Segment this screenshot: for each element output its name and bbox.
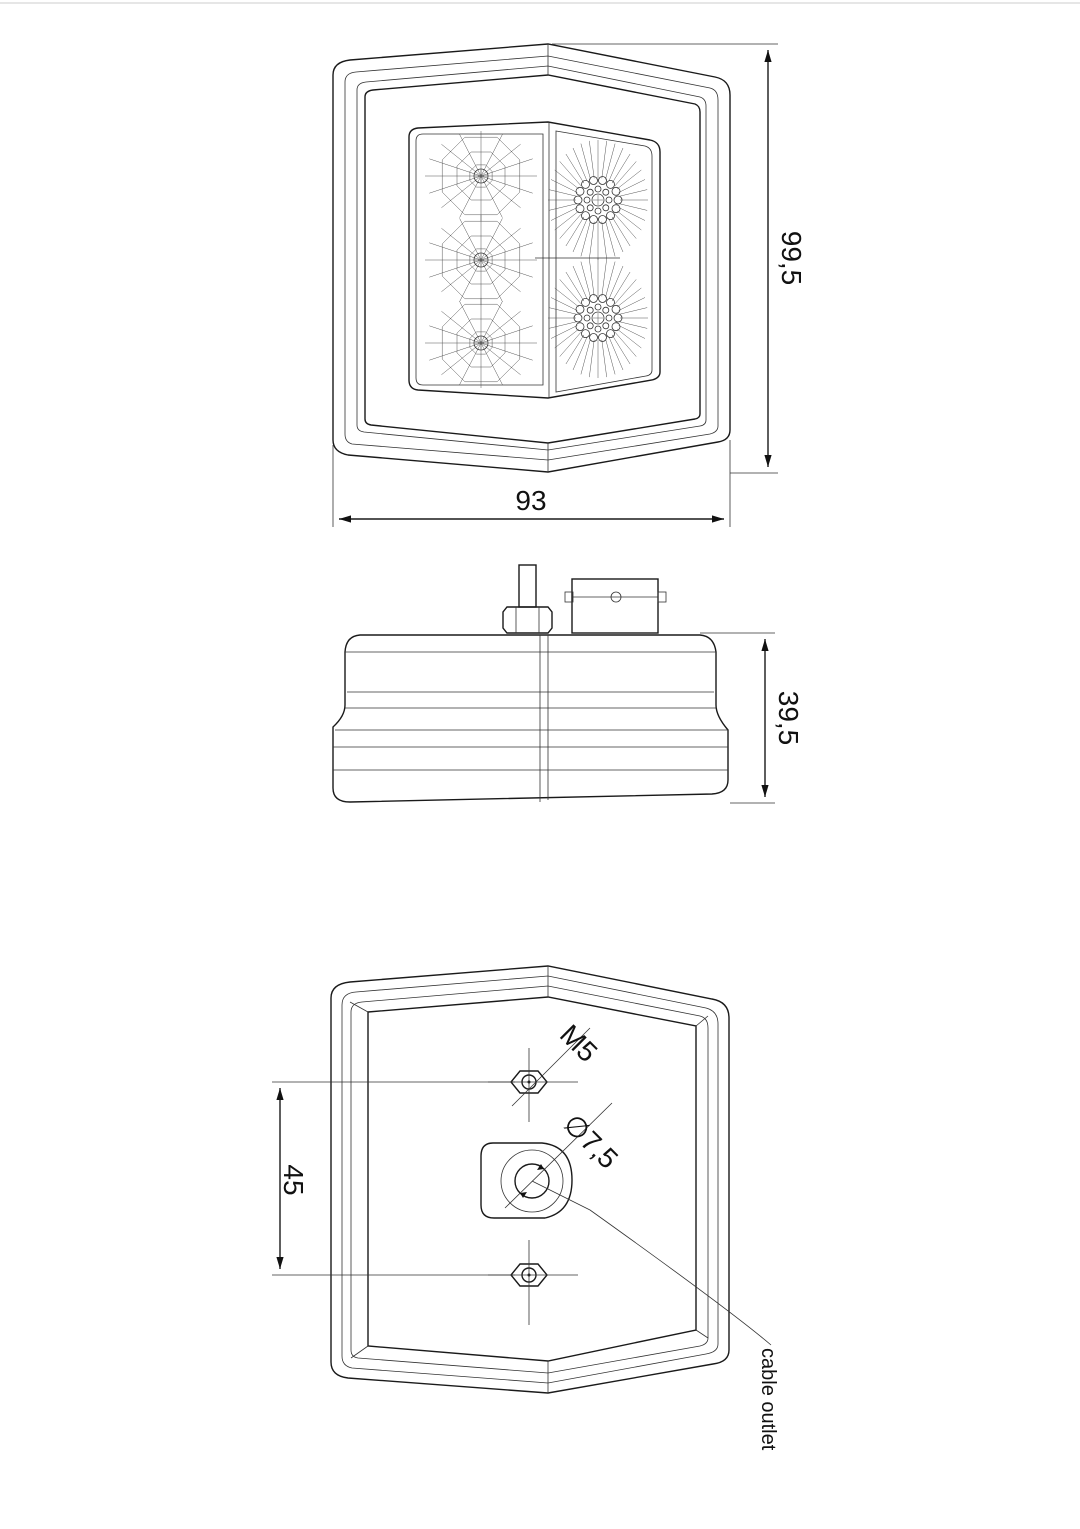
side-depth-label: 39,5 bbox=[773, 691, 804, 746]
front-width-dimension: 93 bbox=[332, 440, 731, 527]
side-view bbox=[332, 564, 729, 803]
front-height-dimension: 99,5 bbox=[552, 43, 807, 474]
tail-lamp-cells bbox=[425, 131, 537, 388]
sunburst-cell bbox=[548, 258, 648, 378]
lower-m5-stud bbox=[488, 1240, 578, 1325]
cable-outlet-label: cable outlet bbox=[757, 1348, 779, 1451]
lamp-lens bbox=[408, 121, 661, 399]
rear-housing bbox=[330, 965, 730, 1394]
web-cell bbox=[425, 215, 537, 305]
front-housing bbox=[332, 43, 731, 473]
outlet-diameter-label: ∅7,5 bbox=[557, 1108, 624, 1175]
sunburst-cell bbox=[548, 140, 648, 260]
web-cell bbox=[425, 131, 537, 221]
front-width-label: 93 bbox=[515, 485, 546, 516]
thread-label: M5 bbox=[554, 1019, 603, 1068]
mounting-stud bbox=[502, 564, 553, 634]
web-cell bbox=[425, 298, 537, 388]
front-view bbox=[332, 43, 731, 473]
side-housing bbox=[332, 634, 729, 803]
front-height-label: 99,5 bbox=[776, 231, 807, 286]
bolt-spacing-label: 45 bbox=[278, 1164, 309, 1195]
rear-view bbox=[330, 965, 730, 1394]
connector-plug bbox=[564, 578, 667, 634]
side-depth-dimension: 39,5 bbox=[700, 632, 804, 804]
indicator-cells bbox=[548, 140, 648, 378]
bolt-spacing-dimension: 45 bbox=[272, 1081, 515, 1276]
outlet-diameter-callout: ∅7,5 bbox=[504, 1102, 624, 1209]
cable-outlet-boss bbox=[480, 1142, 573, 1219]
cable-outlet-callout: cable outlet bbox=[531, 1180, 779, 1451]
